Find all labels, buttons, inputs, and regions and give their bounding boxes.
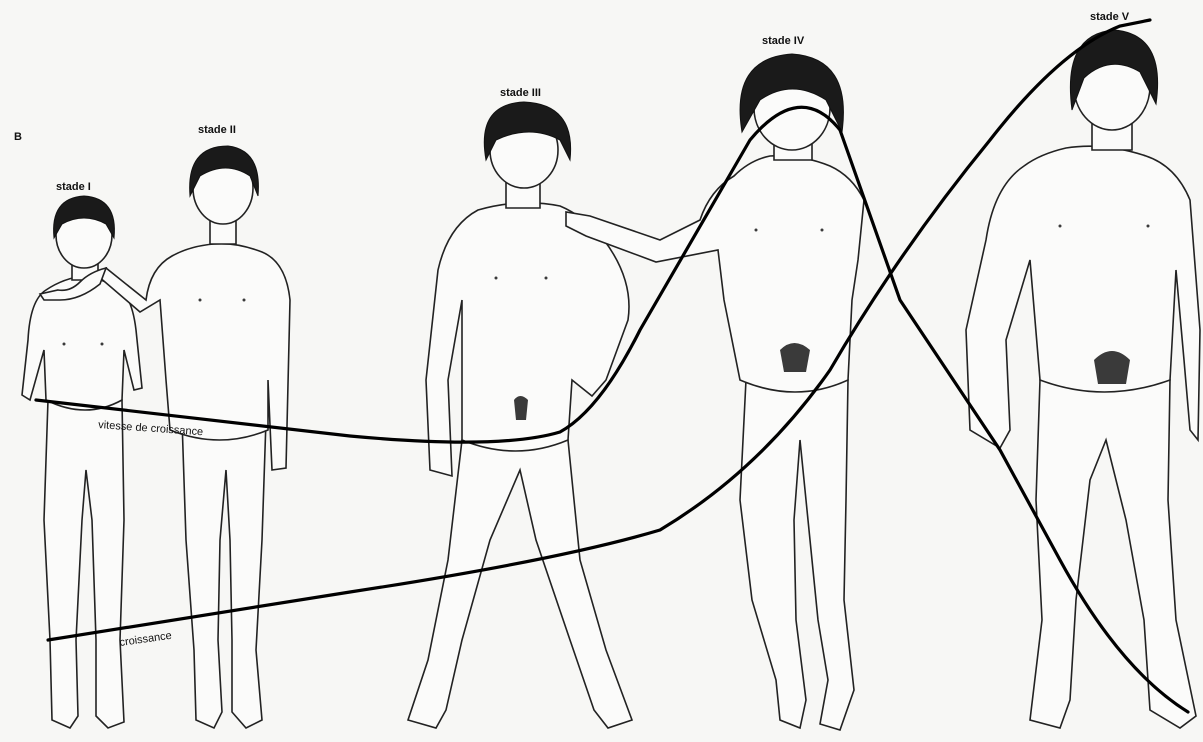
stage-label-2: stade II [198, 124, 236, 136]
growth-label: croissance [119, 630, 173, 649]
stage-label-4: stade IV [762, 35, 805, 47]
stage-label-5: stade V [1090, 11, 1130, 23]
figure-stade-3 [408, 102, 632, 728]
figure-stade-5 [966, 30, 1200, 728]
stage-label-3: stade III [500, 87, 541, 99]
panel-letter: B [14, 131, 22, 143]
figure-stade-4 [566, 54, 864, 730]
stage-label-1: stade I [56, 181, 91, 193]
